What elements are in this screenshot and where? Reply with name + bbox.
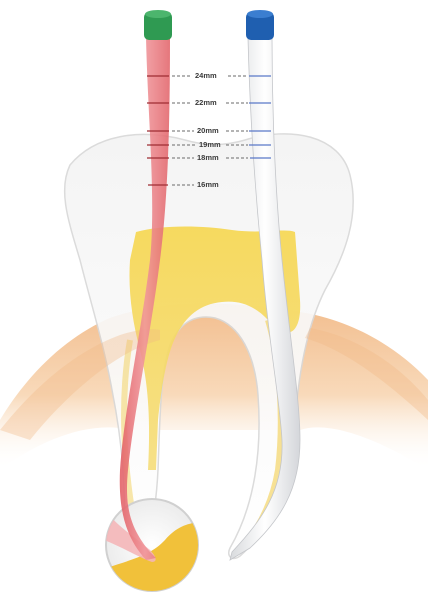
label-20mm: 20mm — [197, 127, 219, 135]
label-18mm: 18mm — [197, 154, 219, 162]
label-19mm: 19mm — [199, 141, 221, 149]
label-24mm: 24mm — [195, 72, 217, 80]
label-16mm: 16mm — [197, 181, 219, 189]
label-22mm: 22mm — [195, 99, 217, 107]
apex-magnifier — [100, 499, 210, 592]
